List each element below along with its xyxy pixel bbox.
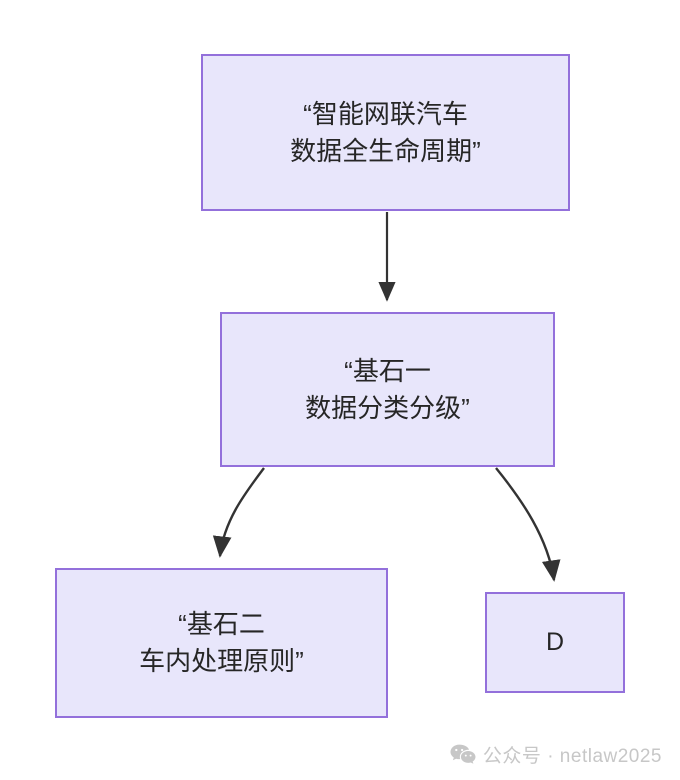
node-pillar-one[interactable]: “基石一 数据分类分级” xyxy=(220,312,555,467)
node-d[interactable]: D xyxy=(485,592,625,693)
node-root[interactable]: “智能网联汽车 数据全生命周期” xyxy=(201,54,570,211)
node-pillar-two-line-1: “基石二 xyxy=(178,609,265,640)
node-d-label: D xyxy=(545,627,565,656)
node-pillar-two-line-2: 车内处理原则” xyxy=(139,646,304,676)
edge-pillar-one-to-pillar-two xyxy=(212,467,265,558)
node-pillar-one-line-2: 数据分类分级” xyxy=(305,392,470,423)
edge-pillar-one-to-d xyxy=(495,467,561,582)
watermark: 公众号 · netlaw2025 xyxy=(450,741,662,768)
node-root-line-2: 数据全生命周期” xyxy=(290,135,481,166)
node-pillar-one-line-1: “基石一 xyxy=(344,355,431,386)
watermark-text: 公众号 · netlaw2025 xyxy=(482,746,662,767)
node-root-line-1: “智能网联汽车 xyxy=(303,98,468,129)
wechat-icon xyxy=(450,744,476,765)
node-pillar-two[interactable]: “基石二 车内处理原则” xyxy=(55,568,388,718)
